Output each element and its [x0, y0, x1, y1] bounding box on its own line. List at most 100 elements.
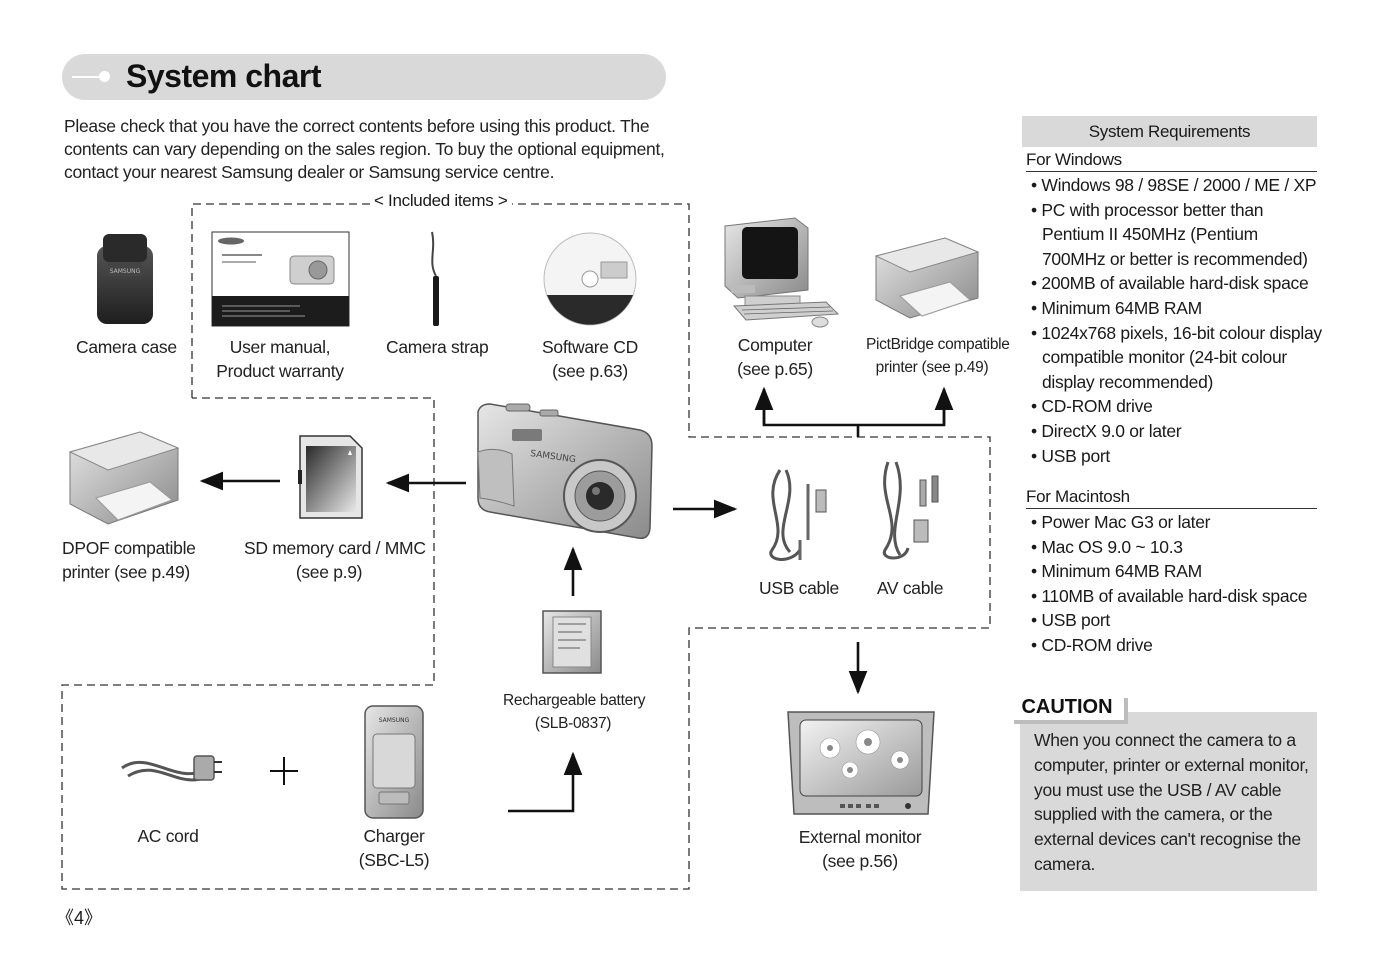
- mac-section-title: For Macintosh: [1026, 486, 1317, 509]
- title-decoration-line: [72, 76, 100, 78]
- caution-line: computer, printer or external monitor,: [1034, 754, 1309, 775]
- mac-requirements-list: • Power Mac G3 or later • Mac OS 9.0 ~ 1…: [1031, 510, 1307, 658]
- label-line: External monitor: [798, 827, 922, 847]
- label-usb-cable: USB cable: [758, 576, 840, 600]
- list-item: • DirectX 9.0 or later: [1031, 420, 1182, 441]
- label-dpof-printer: DPOF compatible printer (see p.49): [62, 536, 196, 584]
- label-software-cd: Software CD (see p.63): [540, 335, 640, 383]
- plus-sign: [270, 757, 298, 785]
- label-camera-strap: Camera strap: [386, 335, 489, 359]
- label-line: Software CD: [542, 337, 638, 357]
- list-item: • CD-ROM drive: [1031, 634, 1153, 655]
- arrow-charger-to-battery: [508, 751, 583, 813]
- list-item: • Power Mac G3 or later: [1031, 512, 1211, 532]
- computer-image: [724, 217, 840, 328]
- label-line: PictBridge compatible: [866, 336, 1010, 353]
- included-items-label: < Included items >: [370, 191, 512, 211]
- label-user-manual: User manual, Product warranty: [215, 335, 345, 383]
- pictbridge-printer-image: [874, 237, 980, 319]
- label-external-monitor: External monitor (see p.56): [798, 825, 922, 873]
- label-line: AC cord: [137, 826, 199, 846]
- caution-title: CAUTION: [1010, 694, 1124, 720]
- intro-line: contact your nearest Samsung dealer or S…: [64, 162, 555, 182]
- label-pictbridge-printer: PictBridge compatible printer (see p.49): [866, 333, 1010, 379]
- connection-arrows: [199, 386, 954, 813]
- label-sd-card: SD memory card / MMC (see p.9): [244, 536, 426, 584]
- page-number: 《4》: [56, 908, 103, 928]
- caution-line: supplied with the camera, or the: [1034, 804, 1273, 825]
- label-camera-case: Camera case: [76, 335, 177, 359]
- intro-line: Please check that you have the correct c…: [64, 116, 650, 136]
- label-line: Camera strap: [386, 337, 489, 357]
- case-brand-text: SAMSUNG: [110, 268, 141, 275]
- av-cable-image: [882, 461, 939, 560]
- user-manual-image: [211, 231, 350, 327]
- list-item: compatible monitor (24-bit colour: [1042, 347, 1287, 368]
- intro-paragraph: Please check that you have the correct c…: [64, 115, 665, 184]
- label-line: User manual,: [229, 337, 331, 357]
- label-line: (SLB-0837): [534, 715, 612, 732]
- list-item: • USB port: [1031, 610, 1110, 631]
- external-monitor-image: [787, 711, 935, 815]
- caution-box: [1020, 712, 1317, 891]
- label-line: printer (see p.49): [62, 562, 190, 582]
- list-item: display recommended): [1042, 371, 1214, 392]
- page-title: System chart: [126, 58, 321, 94]
- label-line: (SBC-L5): [358, 850, 430, 870]
- caution-line: camera.: [1034, 853, 1096, 874]
- list-item: • 1024x768 pixels, 16-bit colour display: [1031, 322, 1322, 343]
- label-line: USB cable: [759, 578, 839, 598]
- label-line: Rechargeable battery: [503, 692, 646, 709]
- list-item: • Minimum 64MB RAM: [1031, 297, 1202, 318]
- list-item: • USB port: [1031, 445, 1110, 466]
- software-cd-image: [543, 232, 637, 326]
- label-line: (see p.63): [552, 361, 628, 381]
- caution-line: external devices can't recognise the: [1034, 829, 1301, 850]
- label-line: SD memory card / MMC: [244, 538, 426, 558]
- windows-requirements-list: • Windows 98 / 98SE / 2000 / ME / XP • P…: [1031, 173, 1322, 468]
- title-decoration-dot: [99, 71, 110, 82]
- charger-brand-text: SAMSUNG: [379, 717, 410, 724]
- title-bar: [62, 54, 666, 100]
- charger-image: SAMSUNG: [364, 705, 424, 819]
- camera-strap-image: [431, 231, 439, 326]
- dashed-group-borders: [61, 203, 991, 890]
- label-line: printer (see p.49): [875, 359, 989, 376]
- dpof-printer-image: [68, 431, 180, 525]
- label-charger: Charger (SBC-L5): [350, 824, 438, 872]
- list-item: • Minimum 64MB RAM: [1031, 561, 1202, 582]
- caution-line: When you connect the camera to a: [1034, 730, 1296, 750]
- system-requirements-header: System Requirements: [1022, 116, 1317, 147]
- label-av-cable: AV cable: [874, 576, 946, 600]
- list-item: • Windows 98 / 98SE / 2000 / ME / XP: [1031, 175, 1317, 195]
- caution-text: When you connect the camera to a compute…: [1034, 728, 1309, 877]
- battery-image: [542, 610, 602, 674]
- list-item: • 110MB of available hard-disk space: [1031, 585, 1308, 606]
- label-line: Computer: [737, 335, 813, 355]
- label-computer: Computer (see p.65): [730, 333, 820, 381]
- label-line: (see p.56): [822, 851, 898, 871]
- ac-cord-image: [121, 755, 222, 782]
- list-item: • CD-ROM drive: [1031, 396, 1153, 417]
- list-item: • Mac OS 9.0 ~ 10.3: [1031, 536, 1183, 557]
- list-item: Pentium II 450MHz (Pentium: [1042, 224, 1258, 245]
- camera-case-image: SAMSUNG: [97, 234, 153, 324]
- list-item: • 200MB of available hard-disk space: [1031, 273, 1309, 294]
- label-line: Charger: [363, 826, 425, 846]
- label-line: (see p.65): [737, 359, 813, 379]
- label-line: Product warranty: [216, 361, 344, 381]
- label-line: Camera case: [76, 337, 177, 357]
- list-item: • PC with processor better than: [1031, 199, 1264, 220]
- intro-line: contents can vary depending on the sales…: [64, 139, 665, 159]
- bracket-to-computer-printer: [762, 390, 946, 427]
- digital-camera-image: SAMSUNG: [477, 403, 653, 540]
- label-line: DPOF compatible: [62, 538, 196, 558]
- list-item: 700MHz or better is recommended): [1042, 248, 1308, 269]
- label-line: AV cable: [876, 578, 944, 598]
- included-items-border: [61, 203, 991, 890]
- caution-line: you must use the USB / AV cable: [1034, 779, 1282, 800]
- label-battery: Rechargeable battery (SLB-0837): [503, 689, 646, 735]
- usb-cable-image: [769, 469, 827, 561]
- label-ac-cord: AC cord: [130, 824, 206, 848]
